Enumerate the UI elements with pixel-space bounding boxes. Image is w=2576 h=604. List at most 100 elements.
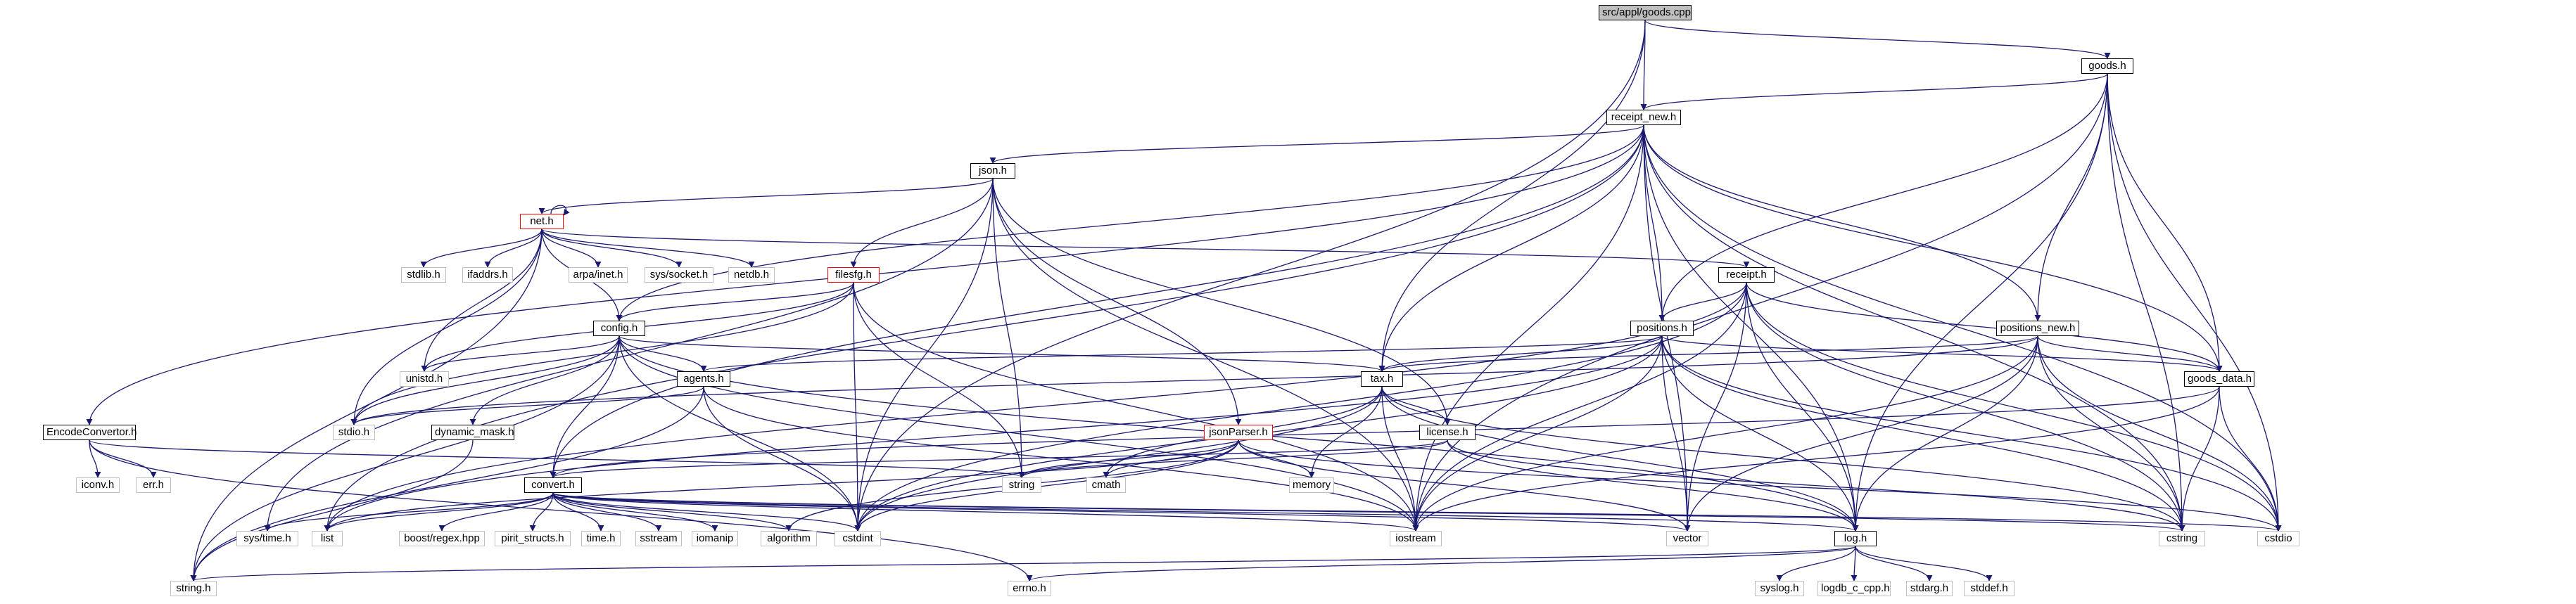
node-net-h[interactable]: net.h [520,214,564,229]
edge-receipt_new_h-to-positions_h [1643,124,1665,321]
node-time-h[interactable]: time.h [581,531,621,546]
node-agents-h[interactable]: agents.h [677,371,730,387]
node-netdb-h[interactable]: netdb.h [728,267,775,283]
edge-config_h-to-agents_h [618,335,707,372]
edge-net_h-to-netdb_h [541,229,755,268]
edge-encodeconvertor_h-to-errno_h [89,439,1033,581]
edge-log_h-to-stdarg_h [1855,546,1933,581]
edge-jsonparser_h-to-list [324,439,1239,532]
edge-convert_h-to-algorithm [552,492,792,532]
node-license-h[interactable]: license.h [1419,425,1476,440]
edge-positions_new_h-to-goods_data_h [2037,335,2223,372]
node-goods-data-h[interactable]: goods_data.h [2184,371,2254,387]
node-memory[interactable]: memory [1289,477,1334,493]
node-positions-new-h[interactable]: positions_new.h [1996,321,2079,336]
node-sys-time-h[interactable]: sys/time.h [236,531,298,546]
node-receipt-h[interactable]: receipt.h [1718,267,1775,283]
node-receipt-new-h[interactable]: receipt_new.h [1606,110,1681,125]
node-sys-socket-h[interactable]: sys/socket.h [645,267,713,283]
edge-license_h-to-log_h [1447,439,1859,532]
node-errno-h[interactable]: errno.h [1008,581,1051,596]
node-logdb-c-cpp-h[interactable]: logdb_c_cpp.h [1817,581,1891,596]
node-tax-h[interactable]: tax.h [1361,371,1403,387]
edge-receipt_new_h-to-config_h [616,124,1644,321]
edge-positions_h-to-vector [1661,335,1691,532]
edge-receipt_h-to-goods_data_h [1746,282,2223,372]
node-string-h[interactable]: string.h [170,581,217,596]
edge-json_h-to-jsonparser_h [992,178,1242,425]
edge-goods_h-to-goods_data_h [2107,73,2223,372]
edge-log_h-to-string_h [191,546,1856,581]
edge-convert_h-to-iostream [552,492,1419,532]
node-cstring[interactable]: cstring [2159,531,2205,546]
edge-receipt_h-to-iostream [1412,282,1747,532]
node-sstream[interactable]: sstream [635,531,682,546]
node-iomanip[interactable]: iomanip [692,531,738,546]
node-cstdio[interactable]: cstdio [2257,531,2299,546]
edge-positions_new_h-to-tax_h [1378,335,2038,372]
node-dynamic-mask-h[interactable]: dynamic_mask.h [431,425,514,440]
node-err-h[interactable]: err.h [136,477,171,493]
node-goods-h[interactable]: goods.h [2081,58,2133,74]
node-json-h[interactable]: json.h [970,163,1015,179]
node-string[interactable]: string [1002,477,1041,493]
node-iostream[interactable]: iostream [1390,531,1442,546]
edge-positions_h-to-agents_h [700,335,1663,372]
edge-receipt_new_h-to-iostream [1412,124,1644,532]
edge-goods_h-to-receipt_new_h [1640,73,2108,110]
edge-convert_h-to-cstdio [552,492,2281,532]
edge-receipt_h-to-cstring [1746,282,2185,532]
node-vector[interactable]: vector [1666,531,1708,546]
node-stdio-h[interactable]: stdio.h [333,425,375,440]
node-filesfg-h[interactable]: filesfg.h [827,267,880,283]
node-unistd-h[interactable]: unistd.h [400,371,449,387]
node-algorithm[interactable]: algorithm [761,531,817,546]
node-cstdint[interactable]: cstdint [835,531,881,546]
edge-root-to-goods_h [1644,20,2111,59]
edge-config_h-to-stdio_h [350,335,620,425]
node-encodeconvertor-h[interactable]: EncodeConvertor.h [43,425,137,440]
edge-receipt_h-to-vector [1684,282,1747,532]
node-stdlib-h[interactable]: stdlib.h [401,267,446,283]
edge-positions_h-to-iostream [1412,335,1663,532]
edge-net_h-to-stdlib_h [420,229,543,268]
node-stddef-h[interactable]: stddef.h [1964,581,2015,596]
node-cmath[interactable]: cmath [1086,477,1126,493]
node-stdarg-h[interactable]: stdarg.h [1906,581,1953,596]
node-jsonparser-h[interactable]: jsonParser.h [1204,425,1273,440]
edge-json_h-to-net_h [538,178,994,214]
node-boost-regex-hpp[interactable]: boost/regex.hpp [399,531,485,546]
edge-receipt_new_h-to-convert_h [550,124,1644,478]
node-config-h[interactable]: config.h [593,321,645,336]
edge-convert_h-to-cstring [552,492,2185,532]
edge-agents_h-to-cstdint [703,386,861,532]
edge-net_h-to-stdio_h [350,229,543,425]
edge-positions_h-to-goods_data_h [1661,335,2223,372]
edge-convert_h-to-vector [552,492,1691,532]
node-positions-h[interactable]: positions.h [1630,321,1694,336]
node-convert-h[interactable]: convert.h [524,477,582,493]
node-syslog-h[interactable]: syslog.h [1755,581,1804,596]
edge-convert_h-to-time_h [552,492,604,532]
edge-config_h-to-cstdint [618,335,861,532]
edge-net_h-to-sys_socket_h [541,229,683,268]
edge-root-to-tax_h [1378,20,1646,372]
node-goods-cpp[interactable]: src/appl/goods.cpp [1599,5,1692,20]
node-pirit-structs-h[interactable]: pirit_structs.h [495,531,571,546]
edge-goods_h-to-iostream [1412,73,2108,532]
node-log-h[interactable]: log.h [1834,531,1877,546]
node-iconv-h[interactable]: iconv.h [76,477,120,493]
node-arpa-inet-h[interactable]: arpa/inet.h [569,267,628,283]
node-list[interactable]: list [312,531,343,546]
edge-receipt_h-to-cstdio [1746,282,2282,532]
edge-license_h-to-convert_h [550,439,1448,478]
edge-filesfg_h-to-iostream [853,282,1419,532]
edge-license_h-to-cstring [1447,439,2185,532]
edge-goods_data_h-to-convert_h [550,386,2220,478]
edge-agents_h-to-iostream [703,386,1419,532]
edge-goods_data_h-to-cstring [2178,386,2220,532]
edge-goods_data_h-to-cstdio [2219,386,2282,532]
node-ifaddrs-h[interactable]: ifaddrs.h [462,267,513,283]
